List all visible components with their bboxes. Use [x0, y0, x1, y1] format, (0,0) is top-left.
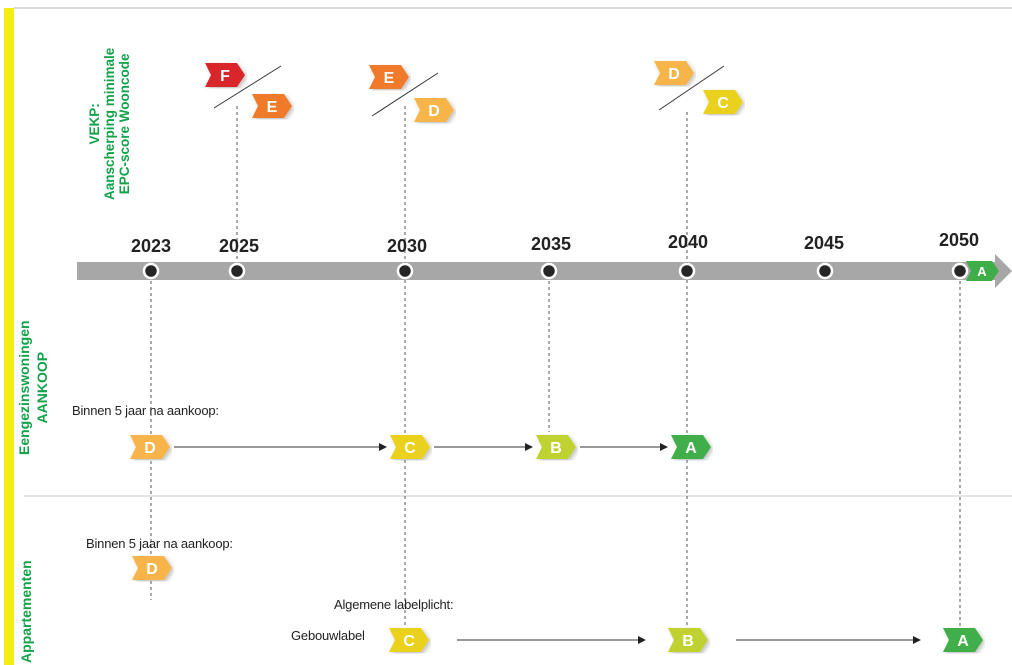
appartementen-note: Binnen 5 jaar na aankoop:	[86, 536, 233, 551]
vekp-separator-2025	[213, 65, 282, 109]
timeline-end-badge-text: A	[977, 264, 987, 279]
vekp-label-line-1: VEKP:	[87, 103, 102, 145]
appartementen-badge-2040-text: B	[682, 633, 694, 650]
appartementen-badge-2050-text: A	[957, 633, 969, 650]
eengezins-badge-2030	[390, 435, 430, 459]
eengezins-arrow-1-head	[525, 443, 533, 451]
vekp-label-line-2: Aanscherping minimale	[102, 47, 117, 200]
vekp-to-badge-2025	[252, 94, 292, 118]
appartementen-badge-2030-text: C	[403, 633, 415, 650]
vekp-from-badge-2025	[205, 63, 245, 87]
eengezins-arrow-2-head	[660, 443, 668, 451]
side-band	[4, 8, 14, 665]
appartementen-badge-2040	[668, 628, 708, 652]
eengezins-badge-2040-text: A	[685, 440, 697, 457]
eengezins-badge-2030-text: C	[404, 440, 416, 457]
appartementen-badge-2030	[389, 628, 429, 652]
eengezins-badge-2035-text: B	[550, 440, 562, 457]
year-label-2045: 2045	[804, 233, 845, 253]
eengezins-badge-2023-text: D	[144, 440, 156, 457]
eengezins-note: Binnen 5 jaar na aankoop:	[72, 403, 219, 418]
eengezins-label-line-1: Eengezinswoningen	[16, 320, 32, 455]
vekp-to-badge-2030-text: D	[428, 103, 440, 120]
year-label-2040: 2040	[668, 232, 709, 252]
timeline-dot-2050	[951, 262, 969, 280]
year-label-2025: 2025	[219, 236, 260, 256]
vekp-from-badge-2030-text: E	[384, 70, 395, 87]
vekp-to-badge-2040	[703, 90, 743, 114]
eengezins-badge-2035	[536, 435, 576, 459]
timeline-dot-2023	[142, 262, 160, 280]
year-label-2050: 2050	[939, 230, 980, 250]
vekp-side-label: VEKP: Aanscherping minimale EPC-score Wo…	[87, 48, 132, 200]
timeline-dot-2045	[816, 262, 834, 280]
eengezins-badge-2023	[130, 435, 170, 459]
year-label-2035: 2035	[531, 234, 572, 254]
eengezins-label-line-2: AANKOOP	[34, 351, 50, 424]
eengezins-badge-2040	[671, 435, 711, 459]
appartementen-start-badge	[132, 556, 172, 580]
vekp-from-badge-2030	[369, 65, 409, 89]
vekp-from-badge-2040	[654, 61, 694, 85]
vekp-to-badge-2025-text: E	[267, 99, 278, 116]
vekp-from-badge-2040-text: D	[668, 66, 680, 83]
vekp-to-badge-2030	[414, 98, 454, 122]
year-label-2023: 2023	[131, 236, 172, 256]
vekp-separator-2030	[371, 72, 439, 117]
timeline-end-badge	[966, 261, 999, 281]
vekp-separator-2040	[658, 65, 725, 111]
year-label-2030: 2030	[387, 236, 428, 256]
appartementen-label: Appartementen	[18, 560, 34, 663]
appartementen-start-badge-text: D	[146, 561, 158, 578]
timeline-dot-2035	[540, 262, 558, 280]
building-label-text: Gebouwlabel	[291, 628, 365, 643]
eengezins-arrow-0-head	[379, 443, 387, 451]
eengezins-side-label: Eengezinswoningen AANKOOP	[15, 320, 51, 455]
general-label-note: Algemene labelplicht:	[334, 597, 454, 612]
timeline-dot-2040	[678, 262, 696, 280]
vekp-to-badge-2040-text: C	[717, 95, 729, 112]
vekp-from-badge-2025-text: F	[220, 68, 230, 85]
vekp-label-line-3: EPC-score Wooncode	[117, 53, 132, 195]
appartementen-arrow-0-head	[638, 636, 646, 644]
appartementen-badge-2050	[943, 628, 983, 652]
timeline-dot-2030	[396, 262, 414, 280]
appartementen-arrow-1-head	[913, 636, 921, 644]
timeline-dot-2025	[228, 262, 246, 280]
appartementen-side-label: Appartementen	[17, 560, 35, 663]
